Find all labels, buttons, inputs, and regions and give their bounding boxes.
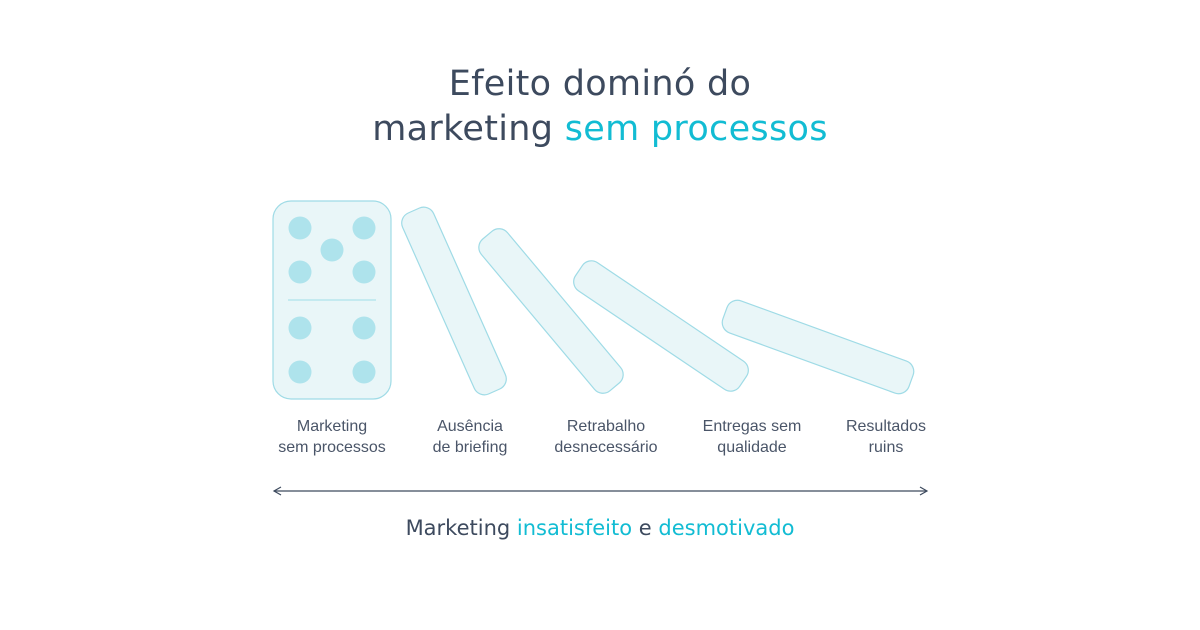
step-label-1: Marketing sem processos	[242, 416, 422, 458]
domino-pip	[352, 316, 376, 340]
domino-pip	[288, 260, 312, 284]
step-label-line: Entregas sem	[702, 418, 802, 435]
step-label-line: Resultados	[845, 418, 927, 435]
step-label-5: Resultados ruins	[796, 416, 976, 458]
step-label-line: desnecessário	[554, 439, 658, 456]
step-label-4: Entregas sem qualidade	[662, 416, 842, 458]
diagram-title: Efeito dominó do marketing sem processos	[0, 62, 1200, 152]
domino-pip	[288, 360, 312, 384]
title-line-1: Efeito dominó do	[448, 64, 752, 104]
title-plain: marketing	[372, 109, 565, 149]
arrow-right-head-icon	[919, 486, 929, 496]
conclusion-part-1: Marketing	[405, 516, 517, 540]
step-label-3: Retrabalho desnecessário	[516, 416, 696, 458]
timeline-arrow	[272, 486, 929, 496]
domino-falling-3	[573, 260, 749, 392]
domino-pip	[288, 316, 312, 340]
conclusion-text: Marketing insatisfeito e desmotivado	[0, 514, 1200, 542]
domino-pip	[320, 238, 344, 262]
step-label-line: sem processos	[278, 439, 386, 456]
title-accent: sem processos	[564, 109, 828, 149]
domino-falling-4-body	[721, 299, 915, 395]
domino-pip	[352, 360, 376, 384]
domino-falling-4	[721, 299, 915, 395]
domino-falling-2	[478, 228, 624, 394]
step-label-line: Ausência	[437, 418, 503, 435]
conclusion-accent-1: insatisfeito	[516, 516, 633, 540]
step-label-line: Marketing	[296, 418, 368, 435]
domino-falling-1	[401, 206, 507, 396]
domino-falling-1-body	[401, 206, 507, 396]
domino-falling-2-body	[478, 228, 624, 394]
step-label-2: Ausência de briefing	[380, 416, 560, 458]
domino-pip	[288, 216, 312, 240]
domino-pip	[352, 260, 376, 284]
step-label-line: Retrabalho	[566, 418, 646, 435]
title-line-2: marketing sem processos	[0, 107, 1200, 152]
step-label-line: ruins	[868, 439, 904, 456]
step-label-line: de briefing	[432, 439, 508, 456]
conclusion-accent-2: desmotivado	[658, 516, 795, 540]
step-label-line: qualidade	[717, 439, 787, 456]
arrow-left-head-icon	[272, 486, 282, 496]
domino-falling-3-body	[573, 260, 749, 392]
domino-standing	[272, 200, 392, 400]
conclusion-part-3: e	[632, 516, 659, 540]
domino-pip	[352, 216, 376, 240]
